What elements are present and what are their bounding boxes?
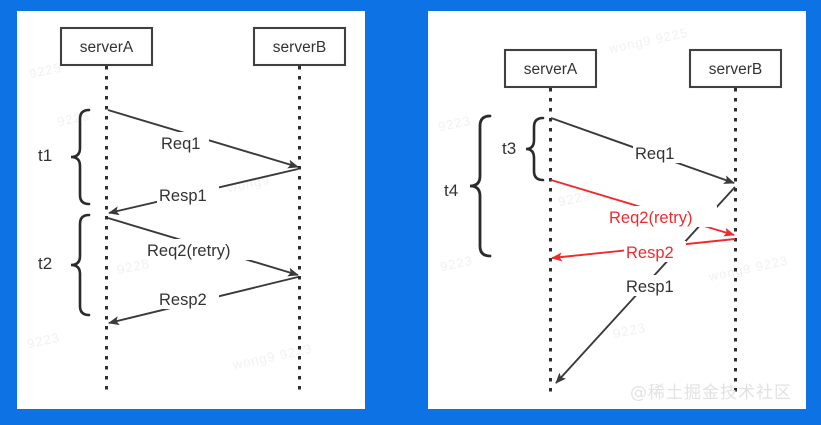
- svg-text:Req2(retry): Req2(retry): [147, 242, 230, 260]
- message-label-resp1: Resp1: [624, 275, 686, 296]
- participant-serverA[interactable]: serverA: [59, 26, 154, 67]
- svg-text:Req1: Req1: [161, 135, 200, 153]
- svg-text:Resp2: Resp2: [159, 291, 207, 309]
- participant-label: serverA: [80, 39, 134, 56]
- bracket-label-t4: t4: [444, 181, 458, 200]
- bracket-label-t3: t3: [502, 139, 516, 158]
- right-diagram-svg: serverA serverB t4 t3: [444, 48, 783, 396]
- left-diagram-svg: serverA serverB t1 t2: [38, 26, 347, 396]
- message-label-resp2: Resp2: [157, 288, 219, 309]
- bracket-t2: [70, 213, 91, 317]
- message-label-req1: Req1: [159, 132, 209, 153]
- participant-serverB[interactable]: serverB: [688, 48, 783, 89]
- participant-serverA[interactable]: serverA: [503, 48, 598, 89]
- svg-text:Resp1: Resp1: [626, 278, 674, 296]
- participant-serverB[interactable]: serverB: [252, 26, 347, 67]
- bracket-t1: [70, 108, 91, 206]
- participant-label: serverB: [273, 39, 326, 56]
- participant-label: serverB: [709, 61, 762, 78]
- panel-retry-overlap: 9223 wong9 9225 9223 wong9 9223 9223 922…: [428, 11, 806, 409]
- bracket-t4: [469, 114, 492, 258]
- message-label-req2: Req2(retry): [607, 206, 717, 227]
- message-label-req1: Req1: [633, 142, 683, 163]
- message-label-resp1: Resp1: [157, 184, 219, 205]
- bracket-label-t1: t1: [38, 146, 52, 165]
- svg-text:Resp2: Resp2: [626, 244, 674, 262]
- message-label-req2: Req2(retry): [145, 239, 255, 260]
- participant-label: serverA: [524, 61, 578, 78]
- svg-text:Resp1: Resp1: [159, 187, 207, 205]
- panel-no-retry: 9225 9223 wong9 9228 9223 wong9 9223 ser…: [17, 11, 365, 409]
- bracket-label-t2: t2: [38, 254, 52, 273]
- message-label-resp2: Resp2: [624, 241, 686, 262]
- bracket-t3: [525, 116, 545, 182]
- svg-text:Req1: Req1: [635, 145, 674, 163]
- svg-text:Req2(retry): Req2(retry): [609, 209, 692, 227]
